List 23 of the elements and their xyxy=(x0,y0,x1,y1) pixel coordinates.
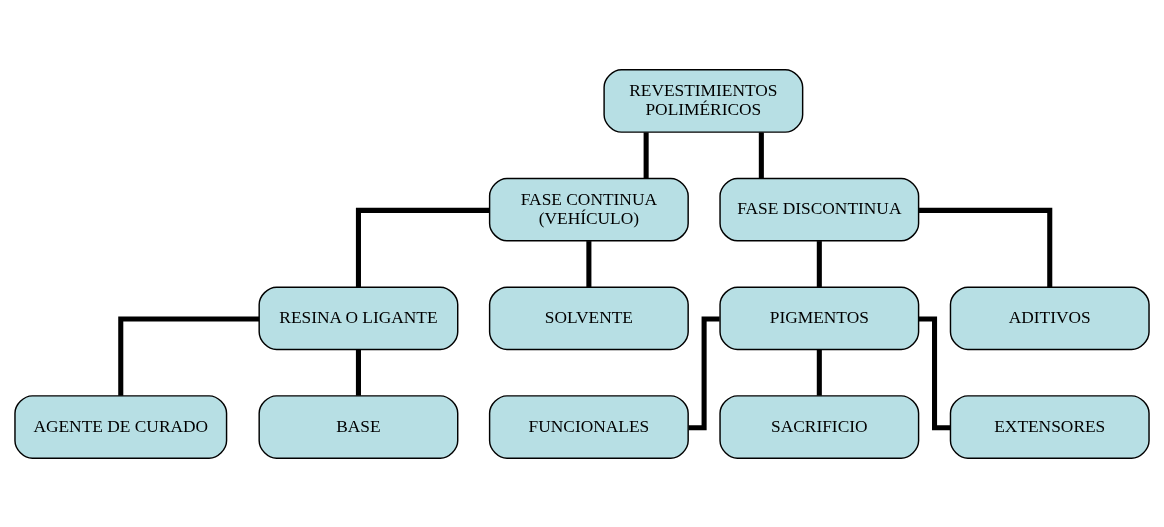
node-box: BASE xyxy=(258,394,459,459)
node-box: SOLVENTE xyxy=(488,285,689,350)
node-box: AGENTE DE CURADO xyxy=(14,394,228,459)
node-box: FUNCIONALES xyxy=(488,394,689,459)
connector xyxy=(643,131,649,178)
node-box: FASE DISCONTINUA xyxy=(719,177,920,242)
connector xyxy=(919,316,951,430)
node-box: ADITIVOS xyxy=(949,285,1150,350)
node-box: RESINA O LIGANTE xyxy=(258,285,459,350)
connector xyxy=(355,207,490,287)
connector xyxy=(586,240,592,287)
connector xyxy=(816,349,822,396)
connector xyxy=(688,316,720,430)
node-box: REVESTIMIENTOS POLIMÉRICOS xyxy=(603,68,804,133)
connector xyxy=(118,316,260,396)
node-box: SACRIFICIO xyxy=(719,394,920,459)
connector xyxy=(816,240,822,287)
connector xyxy=(919,207,1053,287)
connector xyxy=(758,131,764,178)
connector xyxy=(355,349,361,396)
node-box: PIGMENTOS xyxy=(719,285,920,350)
node-box: FASE CONTINUA (VEHÍCULO) xyxy=(488,177,689,242)
node-box: EXTENSORES xyxy=(949,394,1150,459)
